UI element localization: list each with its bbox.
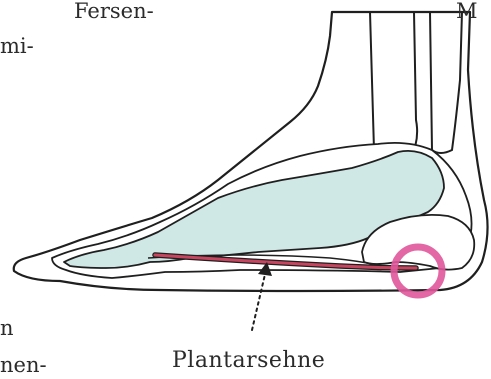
text-fragment-nen: nen-	[0, 353, 47, 377]
text-fragment-m: M	[456, 0, 478, 23]
text-fragment-n: n	[0, 316, 14, 340]
text-fragment-fersen: Fersen-	[74, 0, 154, 23]
plantarsehne-label: Plantarsehne	[172, 349, 325, 373]
text-fragment-mi: mi-	[0, 34, 34, 58]
